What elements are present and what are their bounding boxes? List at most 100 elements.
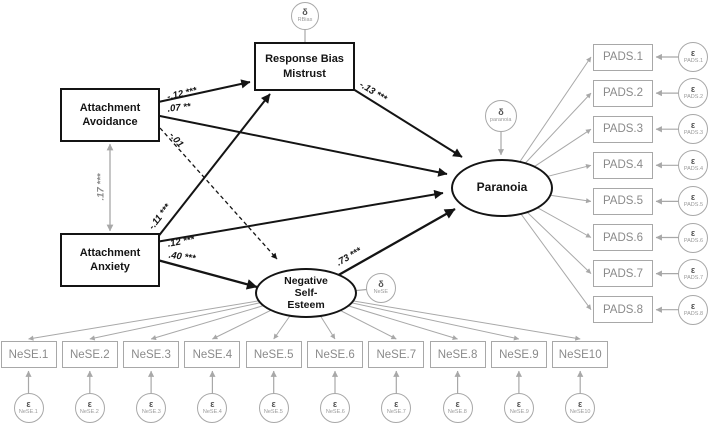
error-label: NeSE.5	[264, 409, 284, 415]
error-label: NeSE.9	[509, 409, 529, 415]
path-anxiety-response-bias	[149, 93, 271, 248]
error-label: NeSE.7	[386, 409, 406, 415]
disturbance-label: NeSE	[373, 289, 389, 295]
error-label: PADS.6	[683, 238, 703, 245]
disturbance-paranoia: δ paranoia	[485, 100, 517, 132]
epsilon-icon: ε	[271, 398, 276, 409]
indicator-nese-box: NeSE.2	[61, 341, 118, 368]
coefficient-covariance: .17 ***	[95, 173, 107, 201]
error-label: PADS.4	[683, 166, 703, 173]
node-label: Anxiety	[90, 261, 130, 273]
indicator-nese-box: NeSE10	[552, 341, 609, 368]
epsilon-icon: ε	[210, 398, 215, 409]
indicator-nese-box: NeSE.1	[0, 341, 57, 368]
node-response-bias-mistrust: Response Bias Mistrust	[254, 42, 355, 91]
node-label: Mistrust	[283, 67, 326, 80]
epsilon-icon: ε	[690, 192, 696, 203]
epsilon-icon: ε	[26, 398, 31, 409]
epsilon-icon: ε	[690, 300, 696, 311]
error-label: PADS.7	[683, 274, 703, 281]
indicator-nese-box: NeSE.9	[490, 341, 547, 368]
error-label: PADS.1	[683, 58, 703, 64]
indicator-pads-box: PADS.1	[593, 43, 653, 71]
epsilon-icon: ε	[690, 156, 696, 167]
indicator-pads-box: PADS.7	[593, 260, 653, 288]
indicator-nese-box: NeSE.4	[184, 341, 241, 368]
path-response-bias-paranoia	[344, 83, 463, 158]
error-label: NeSE.8	[448, 409, 468, 415]
epsilon-icon: ε	[578, 398, 583, 409]
delta-icon: δ	[498, 106, 504, 117]
node-label: Esteem	[287, 299, 325, 312]
node-label: Avoidance	[82, 116, 138, 128]
node-label: Negative	[284, 274, 328, 287]
disturbance-rbias: δ RBias	[291, 2, 319, 30]
indicator-pads-box: PADS.3	[593, 115, 653, 143]
error-label: NeSE.4	[202, 409, 222, 415]
error-label: NeSE.3	[141, 409, 161, 415]
indicator-pads-box: PADS.5	[593, 187, 653, 215]
error-label: NeSE10	[569, 409, 591, 415]
epsilon-icon: ε	[332, 398, 338, 409]
path-anxiety-paranoia	[149, 189, 444, 244]
epsilon-icon: ε	[87, 398, 92, 409]
indicator-pads-box: PADS.2	[593, 79, 653, 107]
disturbance-nese: δ NeSE	[366, 273, 396, 303]
path-avoidance-paranoia	[149, 113, 448, 177]
epsilon-icon: ε	[690, 47, 696, 58]
error-label: NeSE.6	[325, 409, 345, 415]
path-anxiety-self-esteem	[149, 256, 258, 290]
indicator-nese-box: NeSE.3	[123, 341, 180, 368]
node-label: Paranoia	[476, 180, 528, 195]
error-label: PADS.8	[683, 310, 703, 317]
node-label: Attachment	[79, 101, 141, 114]
disturbance-label: RBias	[297, 17, 313, 23]
node-label: Response Bias	[265, 53, 344, 66]
epsilon-icon: ε	[148, 398, 154, 409]
epsilon-icon: ε	[690, 84, 696, 94]
indicator-pads-box: PADS.8	[593, 296, 653, 324]
disturbance-label: paranoia	[490, 117, 512, 123]
node-paranoia: Paranoia	[451, 159, 553, 217]
epsilon-icon: ε	[690, 228, 696, 239]
node-negative-self-esteem: Negative Self- Esteem	[255, 268, 357, 318]
node-attachment-anxiety: Attachment Anxiety	[60, 233, 160, 287]
indicator-nese-box: NeSE.7	[368, 341, 425, 368]
epsilon-icon: ε	[690, 120, 696, 131]
error-label: NeSE.2	[80, 409, 100, 415]
indicator-nese-box: NeSE.5	[245, 341, 302, 368]
node-attachment-avoidance: Attachment Avoidance	[60, 88, 160, 142]
indicator-pads-box: PADS.6	[593, 224, 653, 251]
epsilon-icon: ε	[690, 264, 696, 275]
epsilon-icon: ε	[516, 398, 522, 409]
error-label: PADS.5	[683, 202, 703, 209]
delta-icon: δ	[378, 278, 384, 289]
epsilon-icon: ε	[455, 398, 460, 409]
indicator-pads-box: PADS.4	[593, 151, 653, 179]
path-avoidance-self-esteem	[159, 127, 278, 260]
epsilon-icon: ε	[394, 398, 399, 409]
error-label: PADS.2	[683, 94, 703, 100]
indicator-nese-box: NeSE.8	[429, 341, 486, 368]
node-label: Self-	[294, 286, 318, 299]
error-label: PADS.3	[683, 130, 703, 136]
path-self-esteem-paranoia	[334, 207, 456, 279]
